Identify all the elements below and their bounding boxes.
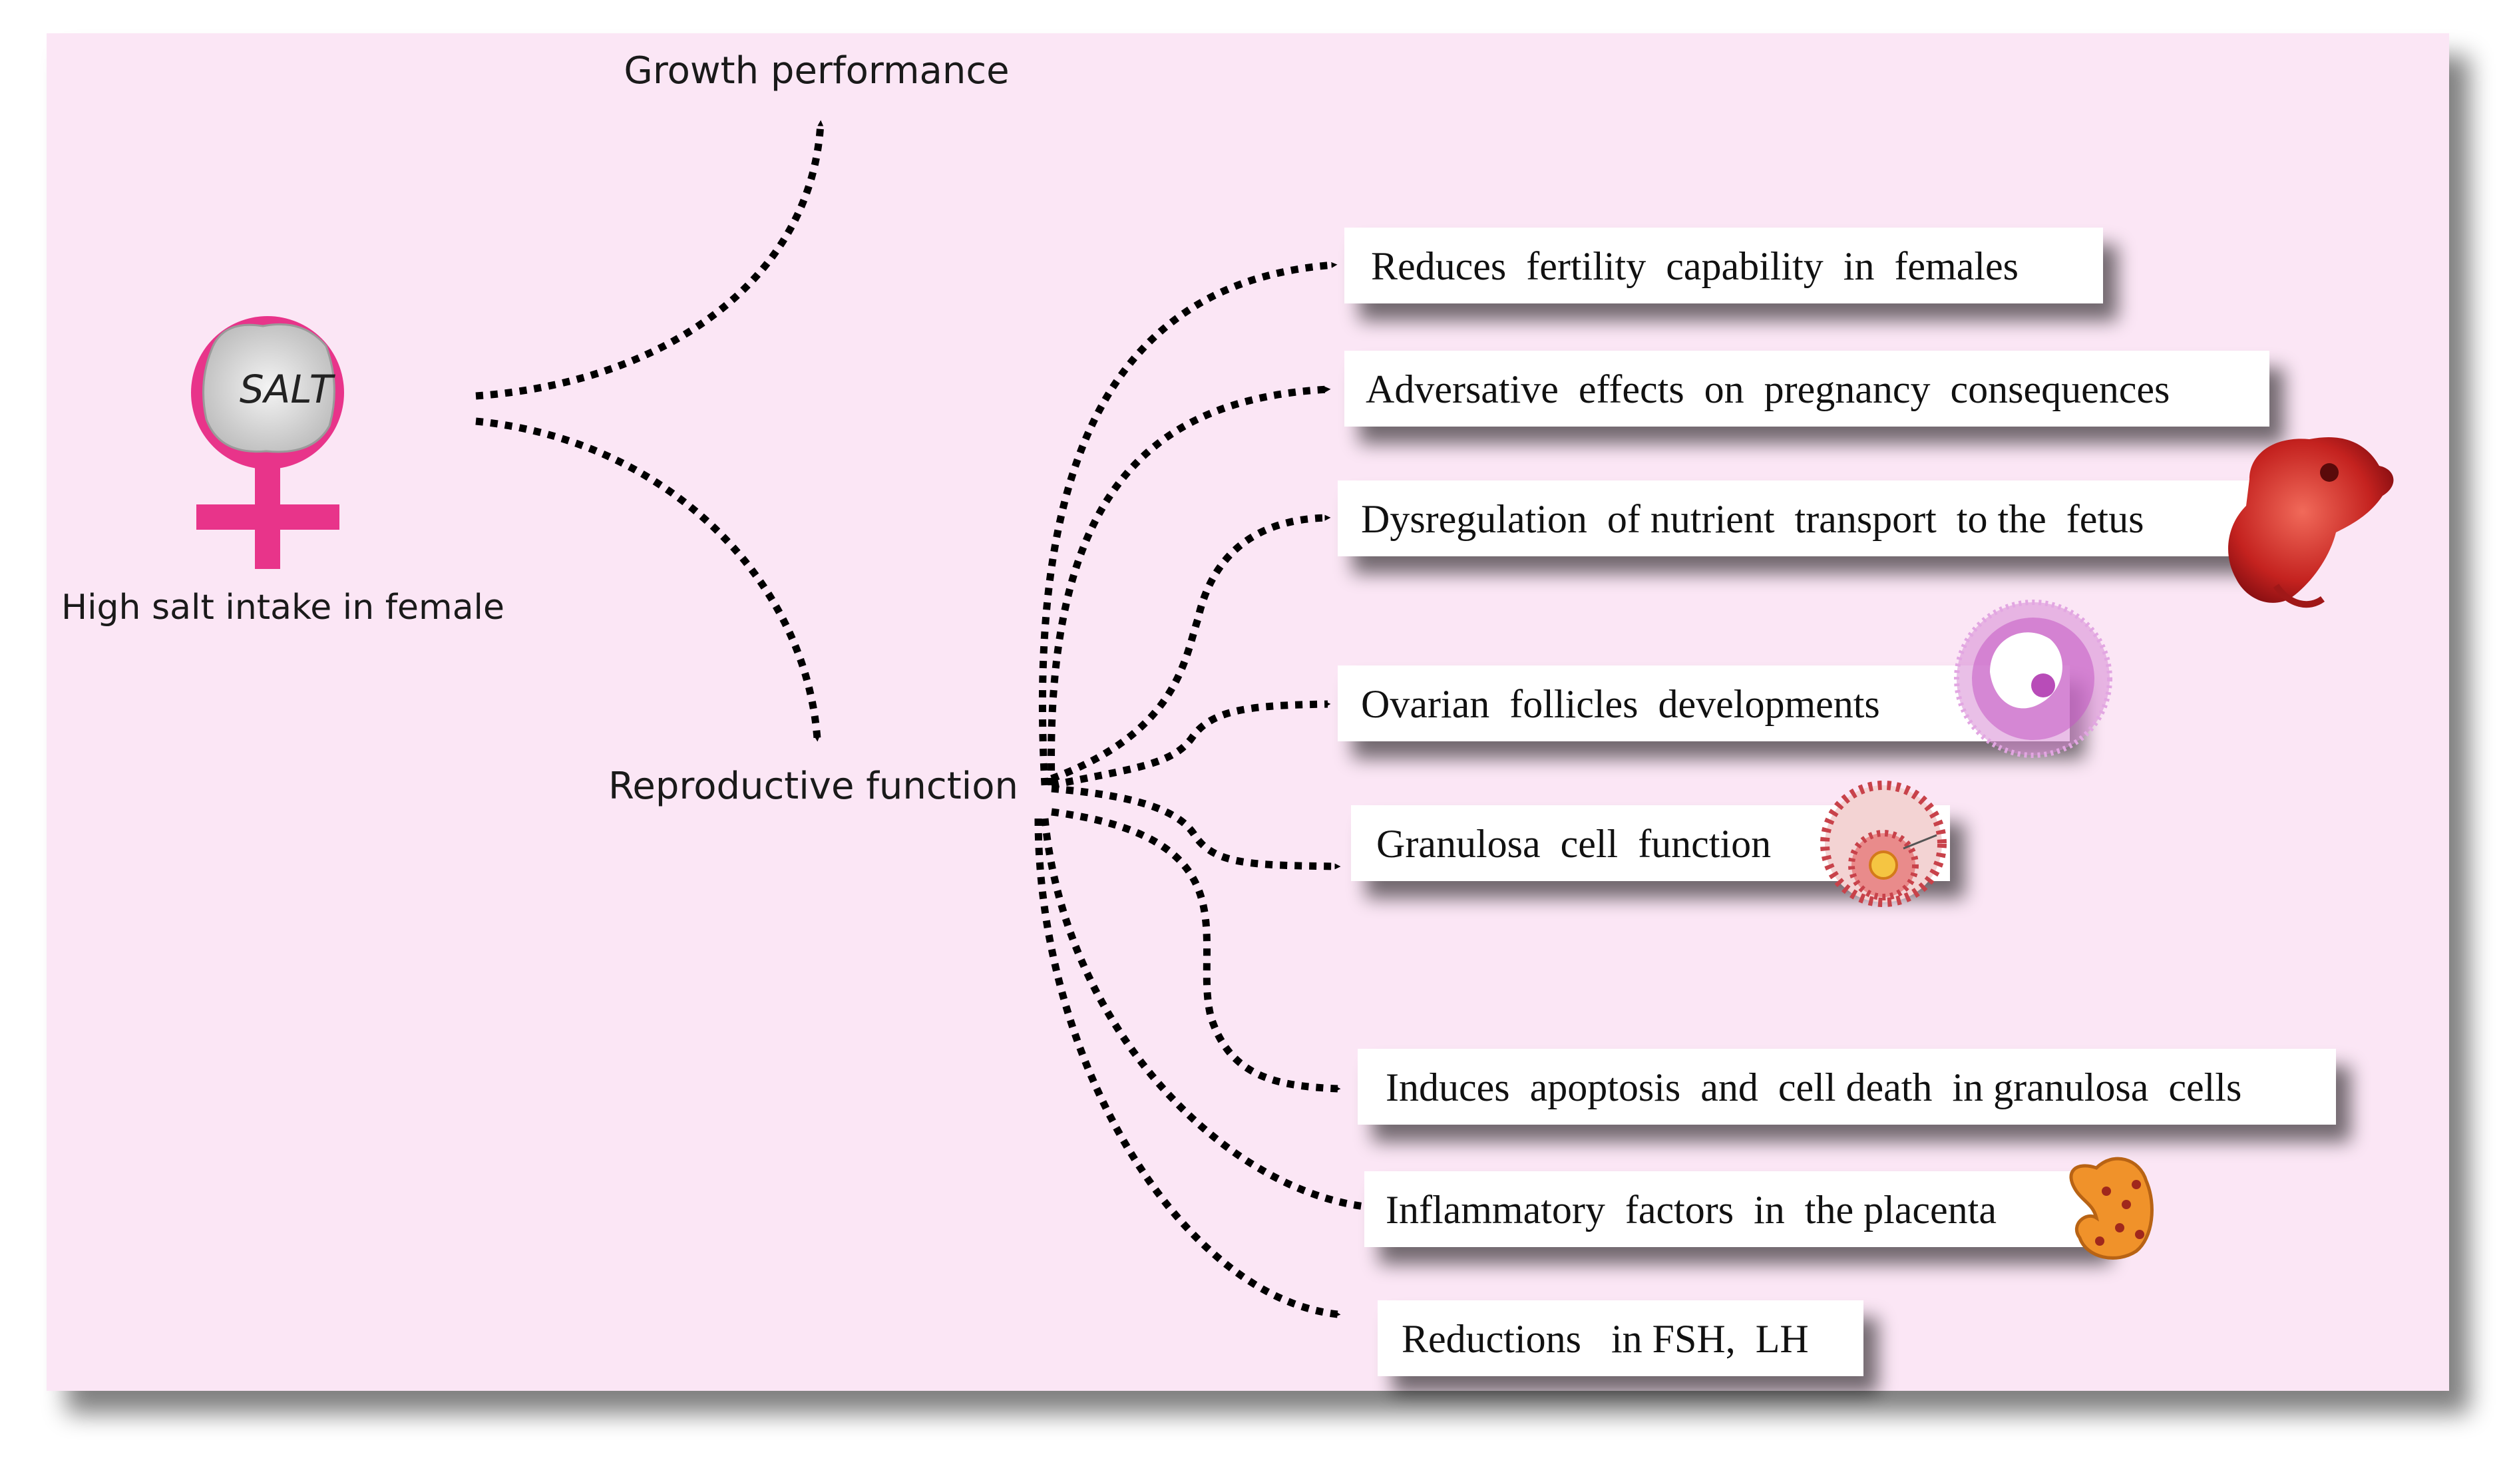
arrow-to-effect-6 — [1051, 808, 1341, 1093]
effect-box-2 — [1344, 351, 2269, 427]
effect-label-1: Reduces fertility capability in females — [1371, 244, 2019, 288]
arrow-to-effect-2 — [1048, 385, 1331, 786]
fetus-icon — [2228, 437, 2394, 608]
effect-box-3 — [1338, 480, 2276, 556]
effect-label-7: Inflammatory factors in the placenta — [1386, 1188, 1997, 1232]
arrow-to-effect-7 — [1041, 818, 1381, 1212]
effect-box-4 — [1338, 665, 2070, 741]
effect-label-5: Granulosa cell function — [1376, 822, 1771, 866]
salt-label: SALT — [240, 367, 336, 412]
salt-icon — [202, 323, 335, 453]
arrow-to-effect-5 — [1051, 785, 1341, 870]
effect-box-1 — [1344, 228, 2103, 303]
arrow-to-growth — [475, 120, 825, 400]
effect-box-7 — [1364, 1171, 2096, 1247]
growth-performance-label: Growth performance — [624, 49, 1009, 93]
arrow-to-effect-4 — [1050, 700, 1331, 789]
effect-label-8: Reductions in FSH, LH — [1402, 1317, 1809, 1361]
arrow-to-effect-1 — [1038, 261, 1338, 786]
effect-label-6: Induces apoptosis and cell death in gran… — [1386, 1065, 2241, 1109]
placenta-icon — [2069, 1157, 2154, 1260]
source-label: High salt intake in female — [61, 588, 504, 628]
arrow-to-reproductive — [475, 417, 821, 742]
arrow-to-effect-8 — [1034, 818, 1341, 1318]
effect-box-6 — [1358, 1049, 2336, 1125]
effect-label-3: Dysregulation of nutrient transport to t… — [1361, 497, 2144, 541]
effect-label-4: Ovarian follicles developments — [1361, 682, 1880, 726]
female-symbol-icon: SALT — [191, 316, 344, 569]
granulosa-cell-icon — [1820, 781, 1947, 907]
effect-box-8 — [1378, 1300, 1863, 1376]
reproductive-function-label: Reproductive function — [608, 765, 1018, 808]
effect-label-2: Adversative effects on pregnancy consequ… — [1366, 367, 2170, 411]
arrow-to-effect-3 — [1050, 514, 1331, 783]
ovarian-follicle-icon — [1954, 600, 2112, 758]
